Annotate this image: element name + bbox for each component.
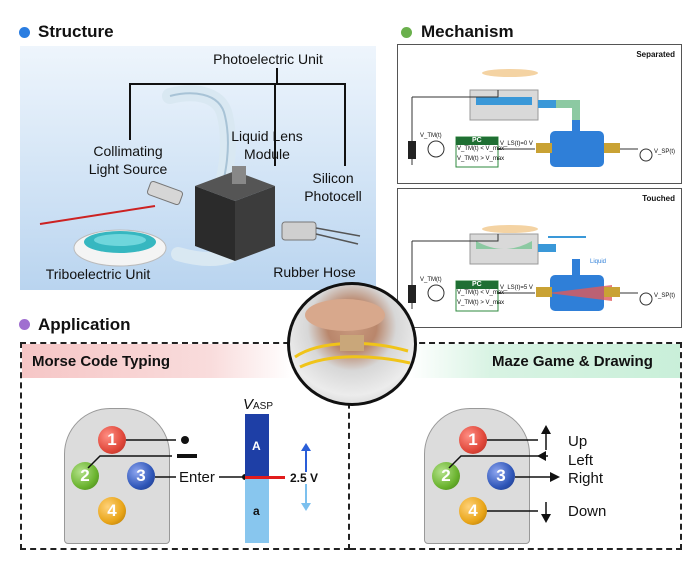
maze-button-3[interactable]: 3: [487, 462, 515, 490]
label-collimating-2: Light Source: [88, 161, 168, 177]
touched-cond1: V_TM(t) < V_max: [457, 290, 505, 296]
label-collimating-1: Collimating: [93, 143, 163, 159]
maze-title: Maze Game & Drawing: [492, 353, 653, 370]
touched-cond2: V_TM(t) > V_max: [457, 300, 505, 306]
separated-vtm: V_TM(t): [420, 133, 442, 139]
touched-vls: V_LS(t)=5 V: [500, 285, 533, 291]
label-silicon-2: Photocell: [304, 188, 362, 204]
separated-panel: Separated PC V_TM(t) < V_max V_TM(t) > V…: [397, 44, 682, 184]
vasp-bar-top: [245, 414, 269, 477]
mechanism-title: Mechanism: [421, 22, 514, 41]
maze-button-2[interactable]: 2: [432, 462, 460, 490]
touched-vsp: V_SP(t): [654, 293, 676, 299]
label-silicon-1: Silicon: [312, 170, 354, 186]
vasp-main: V: [243, 396, 254, 413]
structure-bullet: [19, 27, 30, 38]
application-bullet: [19, 319, 30, 330]
label-liquid-lens-2: Module: [244, 146, 290, 162]
separated-cond1: V_TM(t) < V_max: [457, 146, 505, 152]
label-triboelectric-unit: Triboelectric Unit: [45, 266, 151, 282]
device-illustration: [39, 68, 361, 267]
touched-liquid: Liquid: [590, 259, 607, 265]
morse-button-1[interactable]: 1: [98, 426, 126, 454]
separated-circuit: [408, 69, 653, 168]
application-title: Application: [38, 315, 131, 334]
morse-header: [22, 344, 292, 378]
label-liquid-lens-1: Liquid Lens: [231, 128, 303, 144]
touched-panel: Touched Liquid PC V_TM(t) < V_max V_TM(t…: [397, 188, 682, 328]
morse-button-2[interactable]: 2: [71, 462, 99, 490]
label-rubber-hose: Rubber Hose: [273, 264, 356, 280]
touched-pc: PC: [472, 281, 482, 288]
label-photoelectric-unit: Photoelectric Unit: [213, 51, 323, 67]
vasp-bar-bottom: [245, 477, 269, 543]
threshold-label: 2.5 V: [290, 471, 319, 485]
vasp-label: VASP: [243, 396, 273, 413]
structure-title: Structure: [38, 22, 114, 41]
separated-vsp: V_SP(t): [654, 149, 676, 155]
morse-frame: [20, 342, 350, 550]
morse-button-4[interactable]: 4: [98, 497, 126, 525]
structure-image: [20, 46, 376, 290]
direction-right: Right: [568, 470, 604, 487]
morse-title: Morse Code Typing: [32, 353, 171, 370]
separated-cond2: V_TM(t) > V_max: [457, 156, 505, 162]
threshold-line: [245, 476, 285, 479]
touched-vtm: V_TM(t): [420, 277, 442, 283]
direction-up: Up: [568, 433, 588, 450]
mechanism-bullet: [401, 27, 412, 38]
bar-lower-label: a: [253, 504, 260, 518]
direction-down: Down: [568, 503, 607, 520]
vasp-sub: ASP: [253, 401, 274, 412]
separated-title: Separated: [636, 50, 675, 59]
direction-left: Left: [568, 452, 594, 469]
maze-frame: [350, 342, 682, 550]
finger-illustration: [294, 299, 411, 369]
maze-button-4[interactable]: 4: [459, 497, 487, 525]
enter-label: Enter: [179, 469, 215, 486]
maze-header: [410, 344, 680, 378]
separated-pc: PC: [472, 137, 482, 144]
touched-title: Touched: [642, 194, 675, 203]
separated-vls: V_LS(t)=0 V: [500, 141, 533, 147]
touched-circuit: [408, 225, 653, 312]
maze-button-1[interactable]: 1: [459, 426, 487, 454]
touch-photo: [287, 282, 417, 406]
morse-button-3[interactable]: 3: [127, 462, 155, 490]
bar-upper-label: A: [252, 439, 261, 453]
threshold-arrows: [301, 443, 311, 511]
